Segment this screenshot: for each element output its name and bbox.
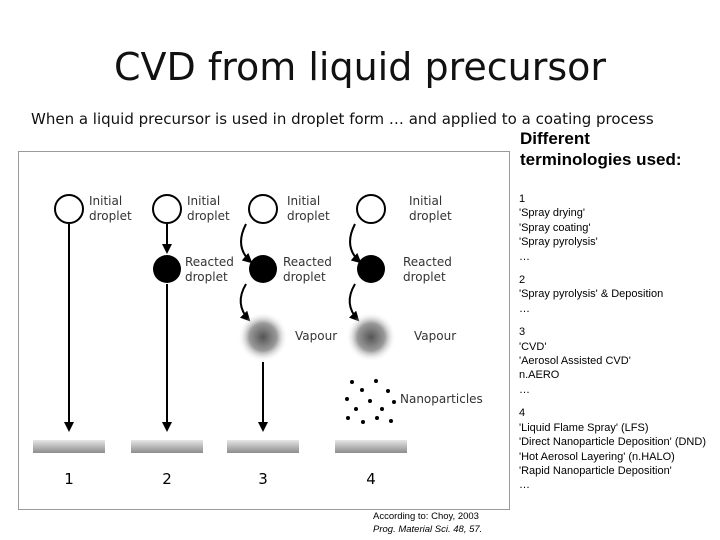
list-item: 'Rapid Nanoparticle Deposition': [519, 464, 672, 477]
citation: According to: Choy, 2003 Prog. Material …: [373, 510, 482, 536]
nanoparticles-label: Nanoparticles: [400, 392, 483, 406]
list-item: 'Direct Nanoparticle Deposition' (DND): [519, 436, 706, 449]
group-number: 1: [519, 193, 526, 205]
column-1: Initial droplet 1: [33, 194, 132, 488]
group-number: 2: [519, 274, 526, 287]
list-item: 'Spray pyrolysis' & Deposition: [519, 288, 664, 301]
terminology-group-3: 3 'CVD' 'Aerosol Assisted CVD' n.AERO …: [519, 325, 714, 397]
initial-label-line1: Initial: [409, 194, 442, 208]
list-item: …: [519, 383, 530, 396]
group-number: 3: [519, 326, 526, 339]
initial-droplet-3: [248, 194, 278, 224]
group-number: 4: [519, 407, 526, 420]
vapour-cloud-3: [238, 312, 288, 362]
column-number-1: 1: [64, 470, 74, 488]
citation-line2: Prog. Material Sci. 48, 57.: [373, 524, 483, 535]
initial-label-line2: droplet: [287, 209, 330, 223]
substrate-4: [335, 440, 407, 453]
terminology-group-4: 4 'Liquid Flame Spray' (LFS) 'Direct Nan…: [519, 406, 714, 492]
list-item: 'Liquid Flame Spray' (LFS): [519, 421, 649, 434]
terminologies-list: 1 'Spray drying' 'Spray coating' 'Spray …: [519, 192, 714, 502]
initial-droplet-1: [54, 194, 84, 224]
initial-label-line2: droplet: [89, 209, 132, 223]
list-item: 'Spray coating': [519, 221, 591, 234]
reacted-label-line2: droplet: [283, 270, 326, 284]
initial-label-line1: Initial: [287, 194, 320, 208]
substrate-1: [33, 440, 105, 453]
terminologies-heading-line1: Different: [520, 129, 590, 148]
list-item: 'Hot Aerosol Layering' (n.HALO): [519, 450, 675, 463]
column-number-3: 3: [258, 470, 268, 488]
vapour-label: Vapour: [295, 329, 337, 343]
column-4: Initial droplet Reacted droplet Vapour: [335, 194, 483, 488]
terminology-group-2: 2 'Spray pyrolysis' & Deposition …: [519, 273, 714, 316]
column-3: Initial droplet Reacted droplet Vapour 3: [227, 194, 337, 488]
arrow-3b: [239, 283, 251, 322]
process-diagram: Initial droplet 1 Initial droplet Reacte…: [18, 151, 510, 510]
terminology-group-1: 1 'Spray drying' 'Spray coating' 'Spray …: [519, 192, 714, 264]
reacted-label-line2: droplet: [185, 270, 228, 284]
vapour-label: Vapour: [414, 329, 456, 343]
list-item: …: [519, 302, 530, 315]
citation-line1: According to: Choy, 2003: [373, 511, 479, 522]
list-item: 'Spray pyrolysis': [519, 236, 598, 249]
reacted-label-line1: Reacted: [283, 255, 332, 269]
list-item: …: [519, 250, 530, 263]
slide-title: CVD from liquid precursor: [113, 45, 606, 89]
list-item: 'Aerosol Assisted CVD': [519, 355, 631, 368]
reacted-label-line1: Reacted: [185, 255, 234, 269]
column-number-2: 2: [162, 470, 172, 488]
substrate-3: [227, 440, 299, 453]
terminologies-heading: Different terminologies used:: [520, 128, 682, 170]
reacted-droplet-2: [153, 255, 181, 283]
process-diagram-svg: Initial droplet 1 Initial droplet Reacte…: [33, 194, 483, 488]
initial-label-line1: Initial: [89, 194, 122, 208]
initial-droplet-4: [356, 194, 386, 224]
arrow-4b: [348, 283, 360, 322]
substrate-2: [131, 440, 203, 453]
column-2: Initial droplet Reacted droplet 2: [131, 194, 234, 488]
initial-label-line1: Initial: [187, 194, 220, 208]
arrow-3a: [240, 223, 253, 264]
initial-label-line2: droplet: [187, 209, 230, 223]
terminologies-heading-line2: terminologies used:: [520, 150, 682, 169]
column-number-4: 4: [366, 470, 376, 488]
list-item: …: [519, 479, 530, 492]
reacted-droplet-3: [249, 255, 277, 283]
list-item: 'Spray drying': [519, 207, 585, 220]
arrow-4a: [349, 223, 362, 264]
initial-droplet-2: [152, 194, 182, 224]
list-item: 'CVD': [519, 340, 547, 353]
reacted-droplet-4: [357, 255, 385, 283]
nanoparticle-dots: [345, 379, 396, 424]
reacted-label-line1: Reacted: [403, 255, 452, 269]
list-item: n.AERO: [519, 369, 560, 382]
initial-label-line2: droplet: [409, 209, 452, 223]
slide-subtitle: When a liquid precursor is used in dropl…: [31, 110, 654, 128]
reacted-label-line2: droplet: [403, 270, 446, 284]
vapour-cloud-4: [346, 312, 396, 362]
